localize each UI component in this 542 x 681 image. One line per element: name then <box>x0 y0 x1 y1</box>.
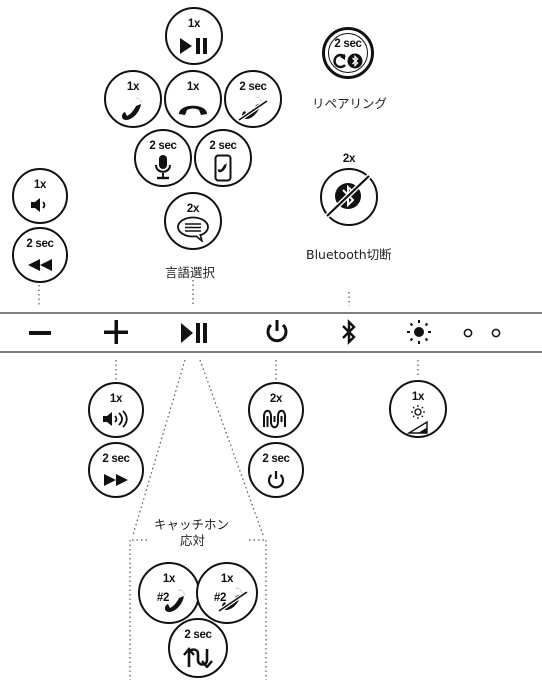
brightness-level-icon <box>406 405 428 434</box>
mobile-phone-icon <box>214 154 232 182</box>
count-label: 1x <box>186 81 200 93</box>
language-select-label: 言語選択 <box>165 265 216 280</box>
second-call-marker: #2 <box>213 592 227 604</box>
call-waiting-label-line1: キャッチホン <box>154 517 230 532</box>
count-label: 1x <box>220 573 234 585</box>
count-label: 1x <box>126 81 140 93</box>
sound-mode-circle: 2x <box>248 382 304 438</box>
voice-assistant-circle: 2 sec <box>134 129 192 187</box>
second-call-marker: #2 <box>156 592 170 604</box>
count-label: 1x <box>411 391 425 403</box>
language-select-circle: 2x <box>164 192 222 250</box>
volume-up-circle: 1x <box>88 382 144 438</box>
rewind-icon <box>28 259 52 271</box>
brightness-circle: 1x <box>389 380 447 438</box>
pairing-circle: 2 sec <box>322 27 374 79</box>
power-off-circle: 2 sec <box>248 442 304 498</box>
count-label: 2 sec <box>26 238 54 250</box>
pairing-label: リペアリング <box>312 96 388 111</box>
phone-transfer-circle: 2 sec <box>194 129 252 187</box>
minus-button[interactable] <box>29 331 51 335</box>
light-button[interactable] <box>406 319 432 345</box>
answer-call-circle: 1x <box>104 70 162 128</box>
phone-answer-icon <box>121 97 142 120</box>
repair-bluetooth-icon <box>333 53 363 69</box>
bluetooth-disconnect-icon <box>325 174 371 218</box>
count-label: 2 sec <box>239 81 267 93</box>
count-label: 1x <box>187 18 201 30</box>
phone-reject-icon <box>217 587 248 613</box>
phone-reject-icon <box>237 96 269 122</box>
power-icon <box>267 471 285 489</box>
volume-down-icon <box>31 198 46 212</box>
bluetooth-button[interactable] <box>341 319 357 345</box>
swap-arrows-icon <box>183 647 213 668</box>
count-label: 2x <box>186 203 200 215</box>
pairing-inner-ring <box>328 33 368 73</box>
power-button[interactable] <box>265 319 289 345</box>
fast-forward-circle: 2 sec <box>88 442 144 498</box>
count-label: 2 sec <box>334 38 362 50</box>
play-pause-icon <box>180 38 207 54</box>
count-label: 1x <box>162 573 176 585</box>
indicator-dots <box>463 328 501 338</box>
play-pause-1x-circle: 1x <box>165 7 223 65</box>
call-waiting-label-line2: 応対 <box>180 533 206 548</box>
count-label: 1x <box>109 393 123 405</box>
count-label: 2 sec <box>149 140 177 152</box>
volume-up-icon <box>103 410 128 428</box>
microphone-icon <box>155 155 171 180</box>
hang-up-icon <box>179 105 207 115</box>
phone-answer-icon <box>164 589 185 612</box>
count-label: 2 sec <box>209 140 237 152</box>
count-label: 2 sec <box>262 453 290 465</box>
count-label: 2 sec <box>184 629 212 641</box>
count-label: 2 sec <box>102 453 130 465</box>
fast-forward-icon <box>104 474 128 486</box>
count-label: 2x <box>269 393 283 405</box>
bt-disconnect-label: Bluetooth切断 <box>306 247 392 262</box>
swap-calls-circle: 2 sec <box>168 618 228 678</box>
plus-button[interactable] <box>104 320 128 344</box>
speech-bubble-icon <box>177 216 209 242</box>
end-call-circle: 1x <box>164 70 222 128</box>
play-pause-button[interactable] <box>180 322 210 344</box>
reject-second-call-circle: 1x #2 <box>196 562 258 624</box>
sound-wave-icon <box>263 409 286 429</box>
count-label: 1x <box>33 179 47 191</box>
count-label: 2x <box>342 153 356 165</box>
bt-disconnect-circle: 2x <box>320 153 378 226</box>
reject-call-circle: 2 sec <box>224 70 282 128</box>
volume-down-circle: 1x <box>12 168 68 224</box>
answer-second-call-circle: 1x #2 <box>138 562 200 624</box>
rewind-circle: 2 sec <box>12 227 68 283</box>
